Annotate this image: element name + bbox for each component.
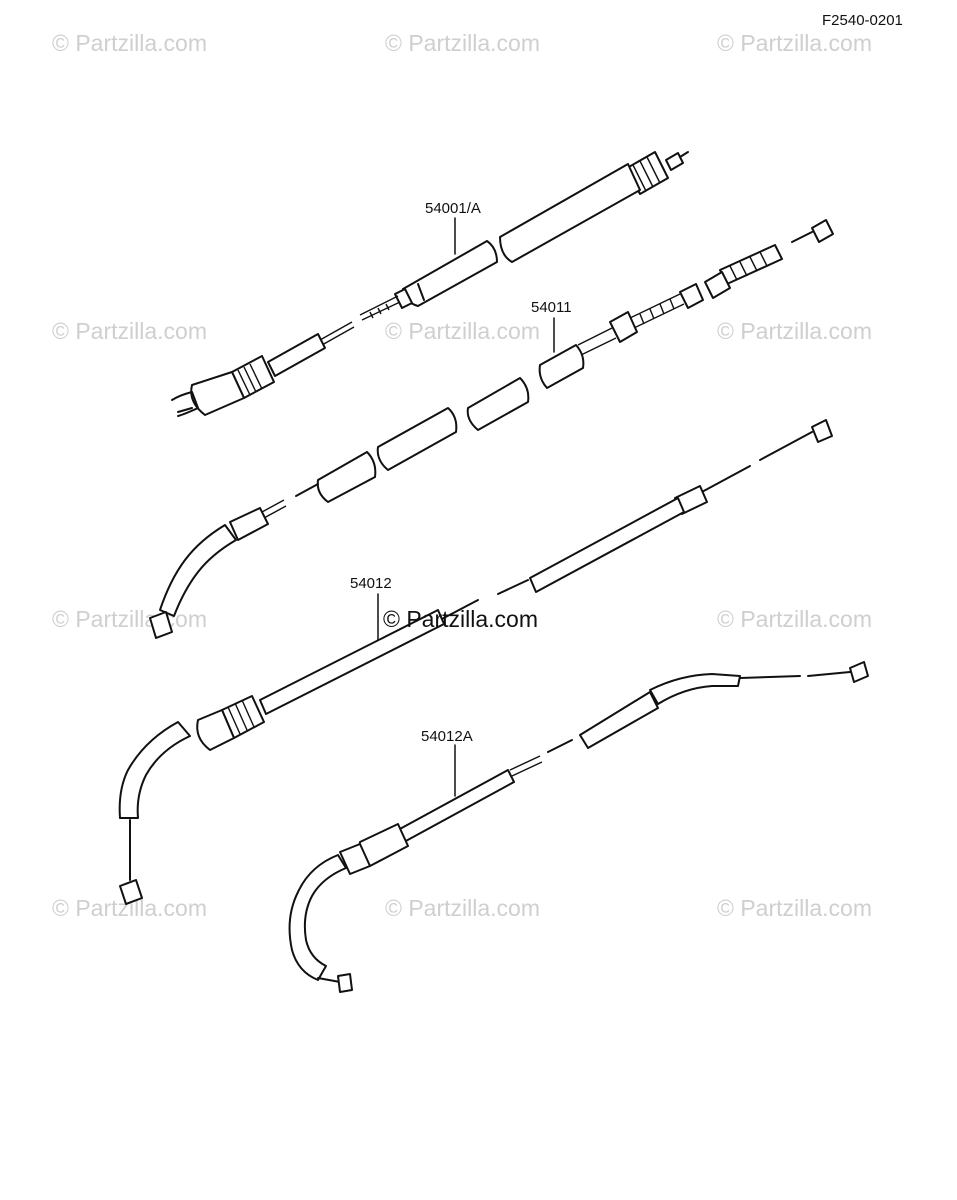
watermark: © Partzilla.com xyxy=(385,318,540,344)
watermark: © Partzilla.com xyxy=(717,30,872,56)
part-number-label[interactable]: 54012A xyxy=(421,728,473,745)
watermark: © Partzilla.com xyxy=(717,318,872,344)
diagram-reference-code: F2540-0201 xyxy=(822,12,903,29)
speedometer-cable-illustration xyxy=(171,151,689,417)
watermark: © Partzilla.com xyxy=(52,30,207,56)
watermark: © Partzilla.com xyxy=(385,30,540,56)
center-watermark: © Partzilla.com xyxy=(383,606,538,632)
throttle-cable-illustration xyxy=(118,419,833,905)
part-number-label[interactable]: 54011 xyxy=(531,299,572,316)
watermark: © Partzilla.com xyxy=(717,606,872,632)
watermark: © Partzilla.com xyxy=(52,606,207,632)
watermark: © Partzilla.com xyxy=(385,895,540,921)
part-number-label[interactable]: 54001/A xyxy=(425,200,481,217)
part-number-label[interactable]: 54012 xyxy=(350,575,392,592)
watermark: © Partzilla.com xyxy=(52,318,207,344)
leader-lines xyxy=(377,217,555,797)
clutch-cable-illustration xyxy=(149,219,834,639)
throttle-return-cable-illustration xyxy=(288,661,869,993)
watermark: © Partzilla.com xyxy=(717,895,872,921)
